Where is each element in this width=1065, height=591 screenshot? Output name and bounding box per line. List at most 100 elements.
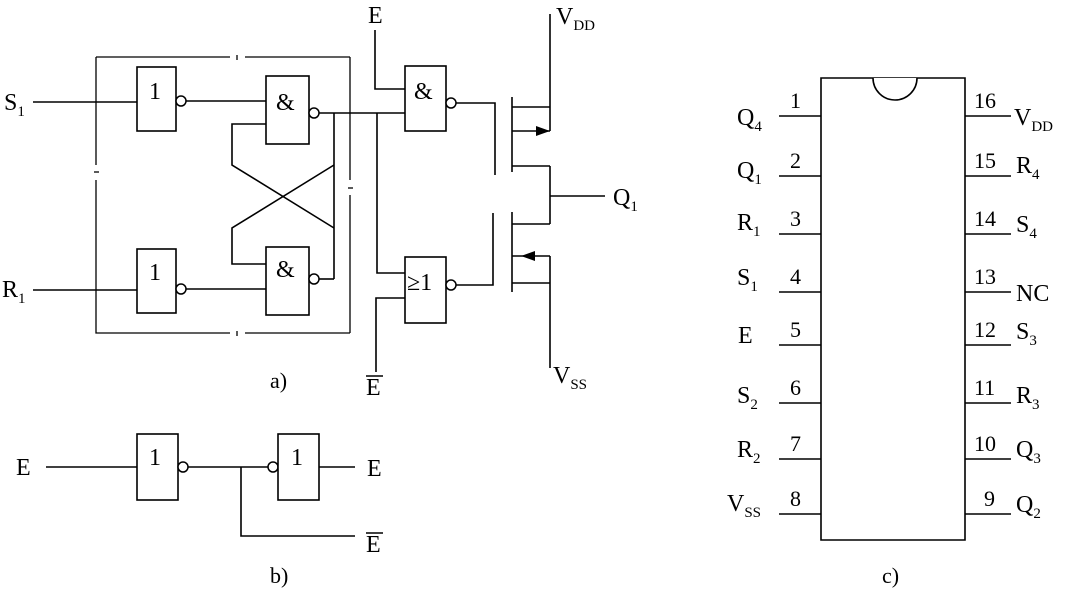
pin-number: 8: [790, 486, 801, 511]
figure-c-caption: c): [882, 563, 899, 588]
pin-7: 7 R2: [737, 431, 821, 467]
pin-11: 11 R3: [965, 375, 1040, 413]
inversion-bubble: [445, 97, 457, 109]
pin-number: 4: [790, 264, 801, 289]
nand-gate-output-symbol: &: [414, 79, 433, 105]
pin-9: 9 Q2: [965, 486, 1041, 522]
output-label-e: E: [367, 456, 382, 482]
left-pins: 1 Q4 2 Q1 3 R1 4 S1 5 E: [727, 88, 821, 521]
pin-label: S4: [1016, 212, 1037, 242]
figure-c-dip16-pinout: 1 Q4 2 Q1 3 R1 4 S1 5 E: [727, 77, 1053, 588]
latch-to-nor-wire: [376, 113, 405, 274]
nand-gate-lower: [265, 246, 310, 316]
nmos-transistor: [511, 212, 551, 368]
pin-12: 12 S3: [965, 317, 1037, 349]
latch-boundary-box: [95, 56, 351, 334]
pin-number: 16: [974, 88, 996, 113]
pin-label: S3: [1016, 319, 1037, 349]
nmos-arrow-icon: [521, 251, 535, 261]
inversion-bubble: [267, 461, 279, 473]
not-gate-second: [277, 433, 320, 501]
wire-to-pmos-gate: [456, 102, 496, 175]
pin-number: 3: [790, 206, 801, 231]
pin-2: 2 Q1: [737, 148, 821, 188]
wire-to-nmos-gate: [456, 213, 494, 286]
nor-gate-output-symbol: ≥1: [407, 270, 432, 296]
input-label-e: E: [16, 455, 31, 481]
nor-gate-output: [404, 256, 447, 324]
pin-number: 10: [974, 431, 996, 456]
not-gate-s-symbol: 1: [149, 79, 161, 105]
pin-label: Q4: [737, 105, 762, 135]
nand-gate-upper-symbol: &: [276, 90, 295, 116]
inversion-bubble: [308, 273, 320, 285]
figure-b-caption: b): [270, 563, 288, 588]
not-gate-r: [136, 248, 177, 314]
inversion-bubble: [175, 95, 187, 107]
pin-label: S2: [737, 383, 758, 413]
inversion-bubble: [175, 283, 187, 295]
figure-a-caption: a): [270, 368, 287, 393]
input-label-r1: R1: [2, 277, 26, 307]
pin1-notch: [872, 77, 918, 101]
pin-label: VSS: [727, 491, 761, 521]
pin-number: 2: [790, 148, 801, 173]
pin-label: VDD: [1014, 105, 1053, 135]
figure-a-latch-with-tristate-output: S1 1 R1 1 & & E E &: [2, 3, 638, 401]
pin-4: 4 S1: [737, 264, 821, 295]
nand-gate-upper: [265, 75, 310, 145]
pin-15: 15 R4: [965, 148, 1040, 183]
pin-number: 9: [984, 486, 995, 511]
pin-number: 7: [790, 431, 801, 456]
inversion-bubble: [177, 461, 189, 473]
pin-1: 1 Q4: [737, 88, 821, 135]
pin-16: 16 VDD: [965, 88, 1053, 135]
pin-number: 12: [974, 317, 996, 342]
not-gate-second-symbol: 1: [291, 445, 303, 471]
chip-body: [820, 77, 966, 541]
pin-number: 1: [790, 88, 801, 113]
pin-label: Q2: [1016, 492, 1041, 522]
pin-number: 5: [790, 317, 801, 342]
right-pins: 16 VDD 15 R4 14 S4 13 NC 12 S3: [965, 88, 1053, 522]
pin-label: R4: [1016, 153, 1040, 183]
pin-label: R2: [737, 437, 761, 467]
pin-13: 13 NC: [965, 264, 1049, 307]
pin-number: 11: [974, 375, 995, 400]
enable-bar-label: E: [366, 375, 381, 401]
pin-number: 15: [974, 148, 996, 173]
pmos-arrow-icon: [536, 126, 550, 136]
not-gate-first: [136, 433, 179, 501]
figure-b-enable-buffer: E 1 1 E E b): [16, 433, 383, 588]
input-label-s1: S1: [4, 90, 25, 120]
not-gate-first-symbol: 1: [149, 445, 161, 471]
vdd-label: VDD: [556, 4, 595, 34]
pin-label: Q3: [1016, 437, 1041, 467]
inversion-bubble: [445, 279, 457, 291]
enable-wire: [374, 30, 405, 90]
pin-number: 6: [790, 375, 801, 400]
pin-8: 8 VSS: [727, 486, 821, 521]
pin-6: 6 S2: [737, 375, 821, 413]
nand-gate-lower-symbol: &: [276, 257, 295, 283]
nand-gate-output: [404, 65, 447, 132]
pin-14: 14 S4: [965, 206, 1037, 242]
wire-e-bar: [240, 467, 355, 537]
inversion-bubble: [308, 107, 320, 119]
pin-label: R1: [737, 210, 761, 240]
pin-number: 14: [974, 206, 996, 231]
cross-wire-2: [231, 164, 335, 265]
output-label-e-bar: E: [366, 532, 381, 558]
pin-3: 3 R1: [737, 206, 821, 240]
output-label-q1: Q1: [613, 185, 638, 215]
pmos-transistor: [511, 14, 551, 172]
enable-bar-wire: [375, 297, 405, 372]
pin-label: R3: [1016, 383, 1040, 413]
pin-5: 5 E: [738, 317, 821, 349]
pin-label: NC: [1016, 281, 1049, 307]
vss-label: VSS: [553, 363, 587, 393]
pin-label: E: [738, 323, 753, 349]
pin-10: 10 Q3: [965, 431, 1041, 467]
pin-number: 13: [974, 264, 996, 289]
